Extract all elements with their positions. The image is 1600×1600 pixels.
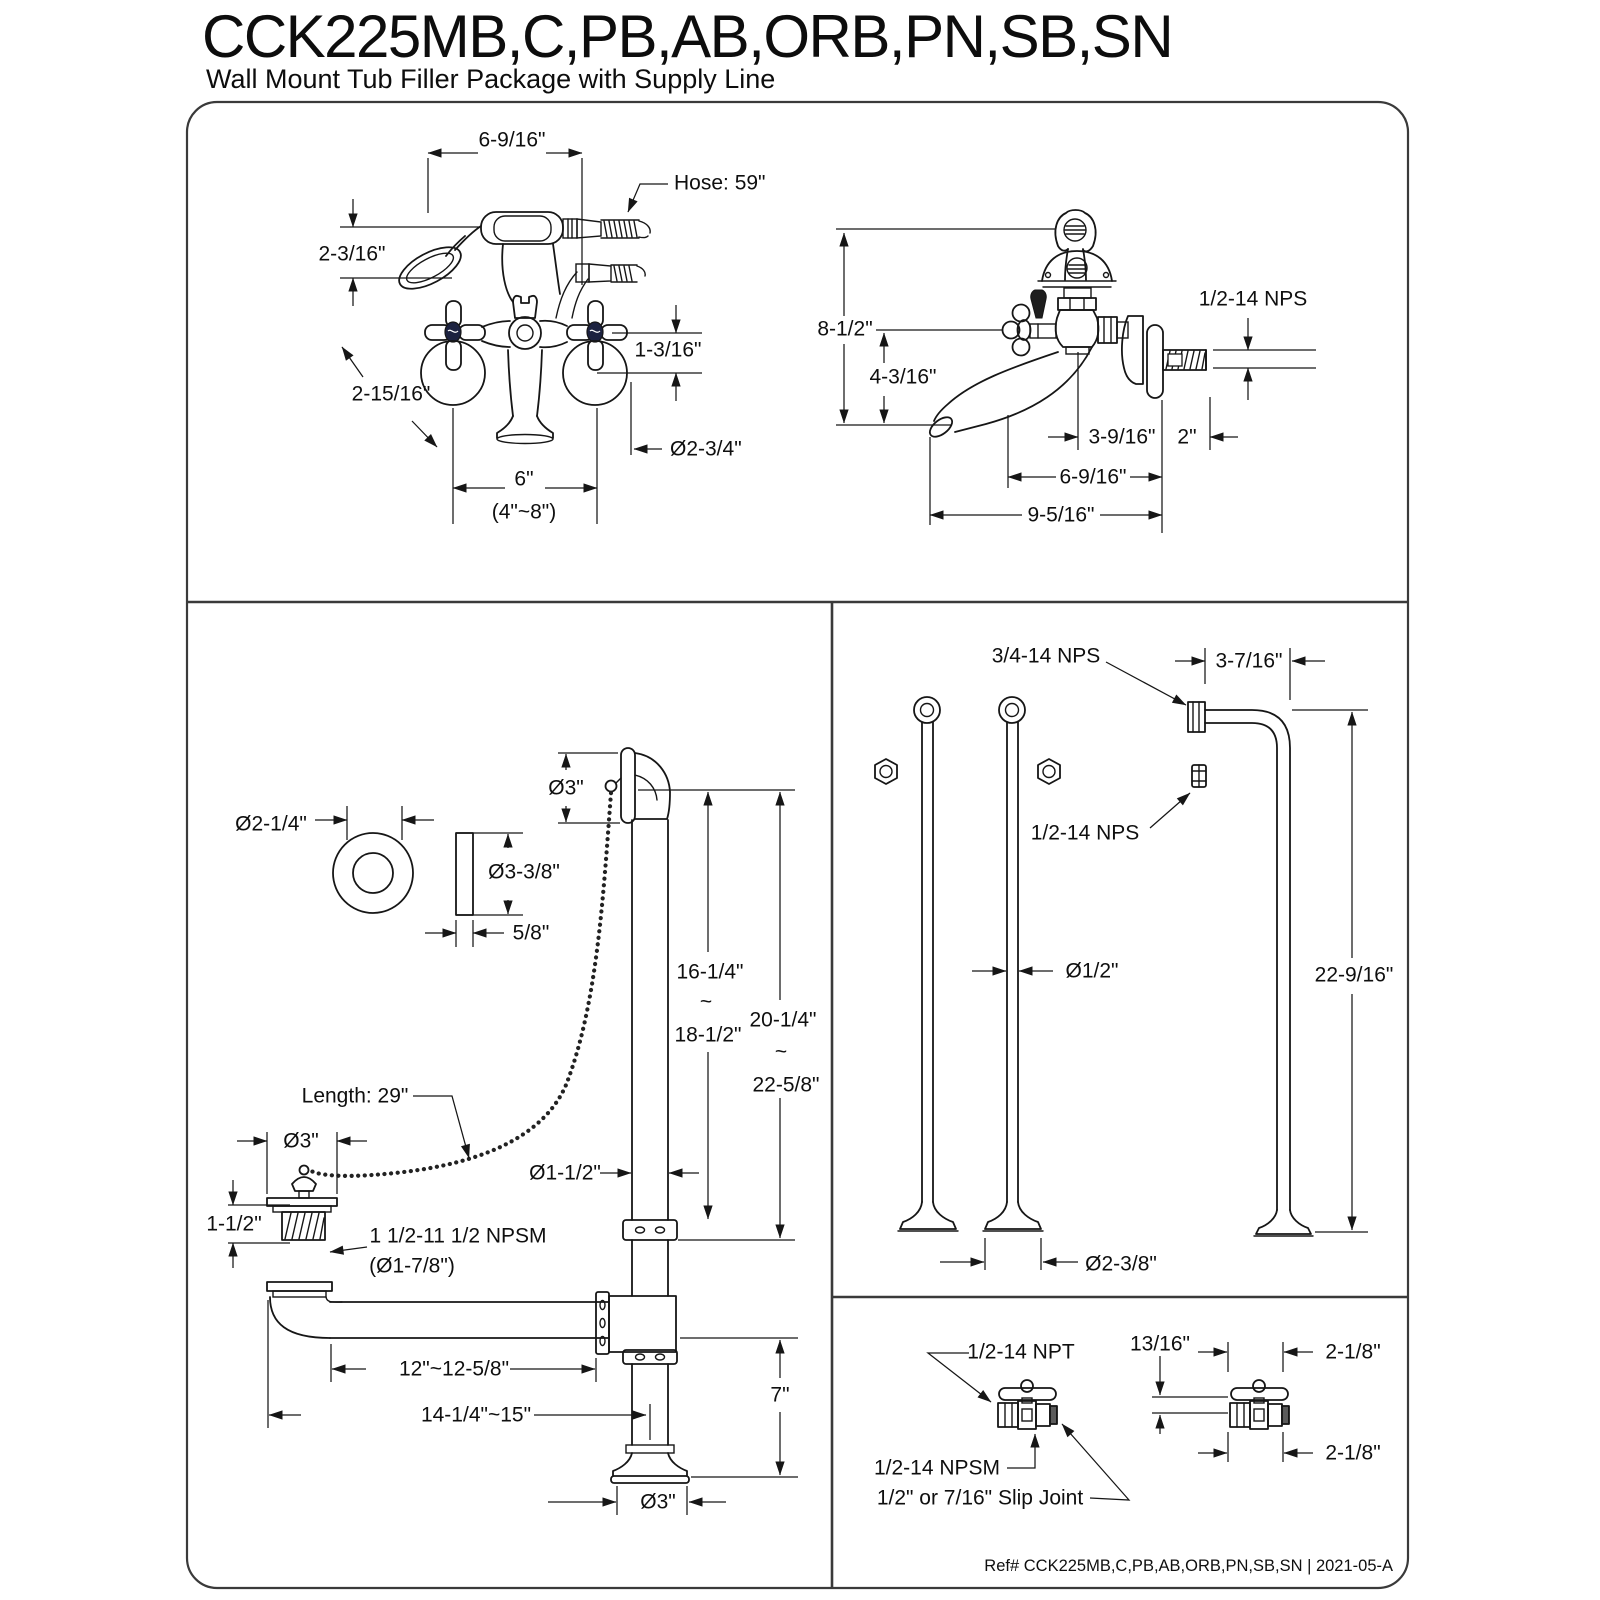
dim-valve-inlet: 1/2-14 NPT xyxy=(967,1341,1075,1364)
dim-run: 12"~12-5/8" xyxy=(399,1358,509,1381)
shutoff-valves-drawing xyxy=(997,1379,1290,1430)
drain-assembly-drawing xyxy=(266,747,690,1484)
dim-riser-min: 16-1/4" xyxy=(677,961,744,984)
dim-strainer-thread-dia: (Ø1-7/8") xyxy=(369,1255,455,1278)
side-view-dimensions: 8-1/2" 4-3/16" 1/2-14 NPS 3-9/16" 2" 6-9… xyxy=(817,228,1316,533)
valve-left xyxy=(997,1379,1058,1430)
dim-valve-outlet: 1/2-14 NPSM xyxy=(874,1457,1000,1480)
dim-overall-run: 14-1/4"~15" xyxy=(421,1404,531,1427)
tub-filler-front-view-drawing xyxy=(398,211,651,445)
dim-front-hose: Hose: 59" xyxy=(674,172,766,195)
dim-chain-length: Length: 29" xyxy=(302,1085,409,1108)
dim-front-width: 6-9/16" xyxy=(479,129,546,152)
dim-side-nipple-len: 2" xyxy=(1177,426,1196,449)
dim-valve-offset: 13/16" xyxy=(1130,1333,1190,1356)
dim-side-spout-drop: 4-3/16" xyxy=(870,366,937,389)
sheet-border xyxy=(185,100,1410,1590)
tub-filler-side-view-drawing xyxy=(928,209,1207,438)
supply-lines-drawing xyxy=(874,696,1314,1237)
dim-pipe-dia: Ø1-1/2" xyxy=(529,1162,601,1185)
dim-front-centers-range: (4"~8") xyxy=(492,501,557,524)
dim-supply-height: 22-9/16" xyxy=(1315,964,1394,987)
dim-front-handle: 2-15/16" xyxy=(352,383,431,406)
valve-dimensions: 1/2-14 NPT 13/16" 2-1/8" 1/2-14 NPSM 1/2… xyxy=(874,1333,1381,1510)
dim-front-escutcheon: Ø2-3/4" xyxy=(670,438,742,461)
dim-base-dia: Ø3" xyxy=(640,1491,675,1514)
dim-valve-width-top: 2-1/8" xyxy=(1325,1341,1380,1364)
reference-number: Ref# CCK225MB,C,PB,AB,ORB,PN,SB,SN | 202… xyxy=(984,1557,1393,1575)
dim-overall-max: 22-5/8" xyxy=(753,1074,820,1097)
dim-strainer-h: 1-1/2" xyxy=(206,1213,261,1236)
dim-overflow-dia: Ø3" xyxy=(548,777,583,800)
dim-front-centers: 6" xyxy=(514,468,533,491)
dim-riser-tilde: ~ xyxy=(700,991,712,1014)
dim-supply-pipe-dia: Ø1/2" xyxy=(1066,960,1119,983)
dim-strainer-thread: 1 1/2-11 1/2 NPSM xyxy=(369,1225,546,1248)
dim-gasket-od: Ø2-1/4" xyxy=(235,813,307,836)
dim-side-reach: 9-5/16" xyxy=(1028,504,1095,527)
dim-front-head-height: 2-3/16" xyxy=(319,243,386,266)
dim-supply-mid-thread: 1/2-14 NPS xyxy=(1031,822,1140,845)
front-view-dimensions: 6-9/16" Hose: 59" 2-3/16" 2-15/16" 1-3/1… xyxy=(319,129,766,524)
dim-side-height: 8-1/2" xyxy=(817,318,872,341)
page-subtitle: Wall Mount Tub Filler Package with Suppl… xyxy=(206,64,776,94)
dim-overall-min: 20-1/4" xyxy=(750,1009,817,1032)
dim-side-depth: 6-9/16" xyxy=(1060,466,1127,489)
dim-valve-width-bottom: 2-1/8" xyxy=(1325,1442,1380,1465)
valve-right xyxy=(1229,1379,1290,1430)
dim-valve-slip: 1/2" or 7/16" Slip Joint xyxy=(877,1487,1084,1510)
dim-gasket-id: Ø3-3/8" xyxy=(488,861,560,884)
dim-supply-top-thread: 3/4-14 NPS xyxy=(992,645,1101,668)
page-title: CCK225MB,C,PB,AB,ORB,PN,SB,SN xyxy=(202,3,1174,70)
dim-front-outlet: 1-3/16" xyxy=(635,339,702,362)
dim-side-nipple-thread: 1/2-14 NPS xyxy=(1199,288,1308,311)
drain-dimensions: Ø2-1/4" Ø3-3/8" 5/8" Ø3" 16-1/4" ~ 18-1/… xyxy=(206,752,820,1515)
supply-dimensions: 3/4-14 NPS 3-7/16" 1/2-14 NPS Ø1/2" 22-9… xyxy=(940,645,1393,1276)
dim-strainer-dia: Ø3" xyxy=(283,1130,318,1153)
dim-gasket-thk: 5/8" xyxy=(513,922,550,945)
dim-riser-max: 18-1/2" xyxy=(675,1024,742,1047)
dim-supply-base-dia: Ø2-3/8" xyxy=(1085,1253,1157,1276)
dim-overall-tilde: ~ xyxy=(775,1041,787,1064)
dim-base-h: 7" xyxy=(770,1384,789,1407)
dim-supply-offset: 3-7/16" xyxy=(1216,650,1283,673)
dim-side-body-depth: 3-9/16" xyxy=(1089,426,1156,449)
